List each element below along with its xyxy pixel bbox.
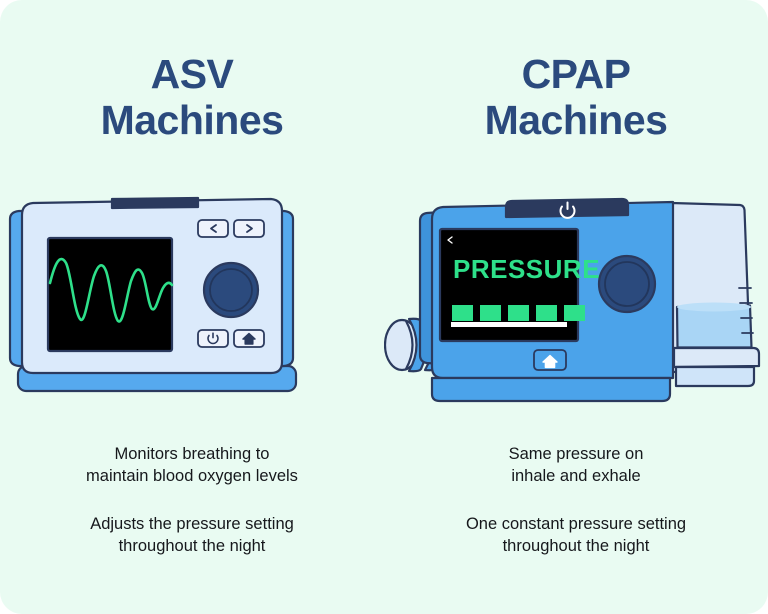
cpap-screen-label: PRESSURE xyxy=(453,254,600,284)
asv-control-knob-ring xyxy=(209,268,253,312)
home-icon xyxy=(242,332,256,345)
pressure-bar xyxy=(508,305,529,321)
cpap-chamber-foot xyxy=(674,365,756,388)
pressure-bar xyxy=(564,305,585,321)
power-icon xyxy=(207,332,219,345)
asv-prev-button xyxy=(197,219,229,238)
pressure-bar xyxy=(480,305,501,321)
cpap-machine-illustration: PRESSURE xyxy=(384,185,768,410)
cpap-control-knob xyxy=(597,254,657,314)
chevron-left-icon xyxy=(210,224,217,233)
column-asv: ASV Machines xyxy=(0,51,384,556)
pressure-bar xyxy=(536,305,557,321)
cpap-base xyxy=(430,376,672,403)
cpap-caption-2: One constant pressure setting throughout… xyxy=(465,515,687,556)
asv-caption-2: Adjusts the pressure setting throughout … xyxy=(90,515,294,556)
home-icon xyxy=(542,354,558,369)
chevron-right-icon xyxy=(246,224,253,233)
chevron-back-icon xyxy=(447,236,453,244)
cpap-title: CPAP Machines xyxy=(484,51,668,143)
asv-caption-1: Monitors breathing to maintain blood oxy… xyxy=(86,445,298,486)
asv-title: ASV Machines xyxy=(100,51,284,143)
cpap-chamber-lip xyxy=(672,346,761,369)
asv-control-knob xyxy=(202,261,260,319)
power-icon xyxy=(559,201,576,219)
cpap-caption-1: Same pressure on inhale and exhale xyxy=(508,445,644,486)
cpap-water-chamber xyxy=(670,201,761,388)
asv-breathing-waveform xyxy=(48,257,174,323)
asv-top-strip xyxy=(110,196,200,210)
cpap-water-level xyxy=(675,304,753,349)
asv-power-button xyxy=(197,329,229,348)
cpap-control-knob-ring xyxy=(604,261,650,307)
asv-machine-illustration xyxy=(0,185,384,410)
cpap-baseline xyxy=(451,322,567,327)
pressure-bar xyxy=(452,305,473,321)
column-cpap: CPAP Machines xyxy=(384,0,768,614)
asv-next-button xyxy=(233,219,265,238)
cpap-pressure-bars xyxy=(452,305,585,321)
chamber-graduations xyxy=(738,287,754,334)
